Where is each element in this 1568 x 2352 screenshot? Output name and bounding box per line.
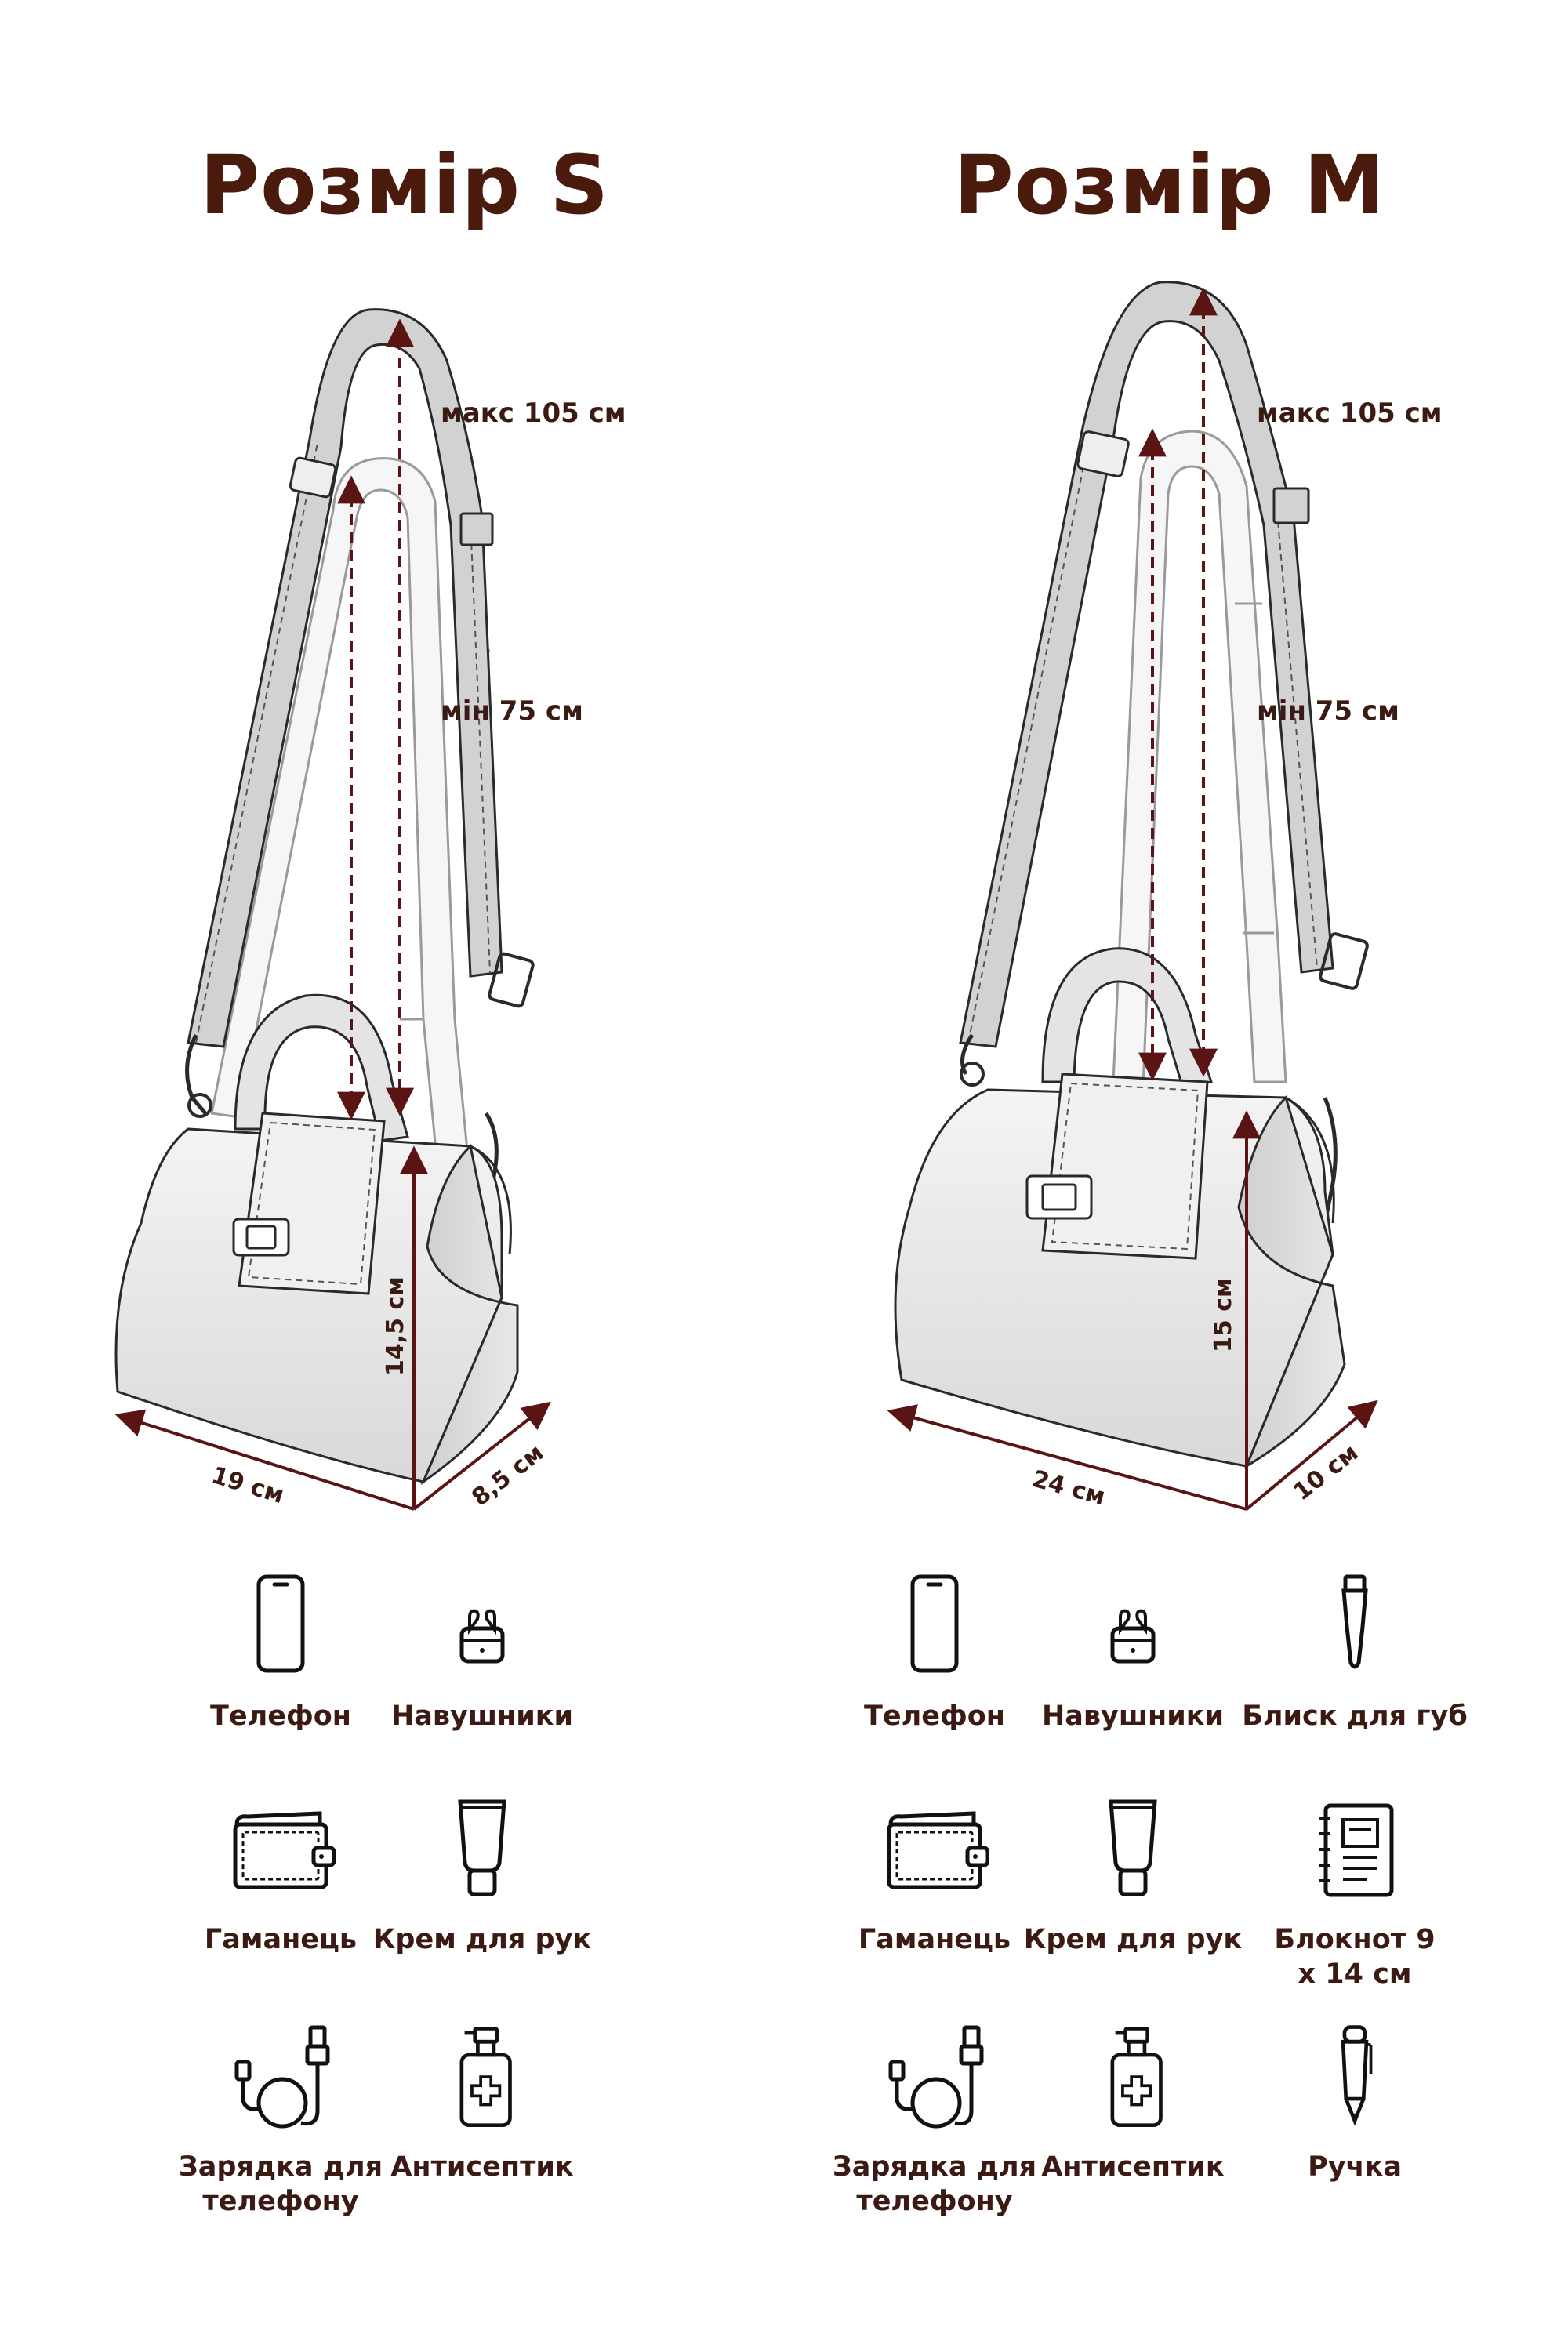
bag-m-depth-label: 10 см: [1288, 1439, 1363, 1507]
size-m-title: Розмір М: [953, 137, 1386, 233]
wallet-icon: [226, 1795, 336, 1905]
item-s-antiseptic: Антисептик: [365, 2023, 600, 2184]
item-s-charger: Зарядка для телефону: [163, 2023, 398, 2219]
lip-gloss-icon: [1316, 1572, 1394, 1682]
item-m-wallet-label: Гаманець: [858, 1924, 1011, 1955]
item-s-earbuds: Навушники: [365, 1588, 600, 1733]
item-s-charger-label: Зарядка для телефону: [178, 2151, 383, 2217]
item-m-pen-label: Ручка: [1308, 2151, 1402, 2183]
bag-m-strap-max-label: макс 105 см: [1257, 397, 1443, 429]
bag-s-depth-label: 8,5 см: [466, 1439, 549, 1512]
item-m-earbuds-label: Навушники: [1041, 1700, 1225, 1732]
charger-cable-icon: [226, 2023, 336, 2132]
item-m-cream-label: Крем для рук: [1023, 1924, 1243, 1955]
bag-m-flap: [1041, 1073, 1209, 1260]
pen-icon: [1316, 2023, 1394, 2132]
antiseptic-icon: [1094, 2023, 1172, 2132]
earbuds-icon: [443, 1588, 521, 1682]
item-s-earbuds-label: Навушники: [390, 1700, 574, 1732]
item-s-antiseptic-label: Антисептик: [390, 2151, 574, 2183]
item-m-cream: Крем для рук: [1015, 1795, 1250, 1957]
bag-m-height-label: 15 см: [1210, 1279, 1237, 1353]
bag-s-strap-min-label: мін 75 см: [441, 695, 583, 727]
item-m-earbuds: Навушники: [1015, 1588, 1250, 1733]
item-m-notebook: Блокнот 9 х 14 см: [1237, 1795, 1472, 1991]
item-m-antiseptic-label: Антисептик: [1041, 2151, 1225, 2183]
item-s-phone-label: Телефон: [210, 1700, 351, 1732]
bag-s-drawing: [114, 308, 551, 1511]
cream-tube-icon: [443, 1795, 521, 1905]
item-s-wallet: Гаманець: [163, 1795, 398, 1957]
wallet-icon: [880, 1795, 989, 1905]
bag-m-width-label: 24 см: [1029, 1465, 1108, 1511]
item-s-phone: Телефон: [163, 1572, 398, 1733]
item-m-notebook-label: Блокнот 9 х 14 см: [1274, 1924, 1436, 1990]
item-m-wallet: Гаманець: [817, 1795, 1052, 1957]
item-m-lip-gloss-label: Блиск для губ: [1242, 1700, 1468, 1732]
phone-icon: [895, 1572, 974, 1682]
item-m-charger: Зарядка для телефону: [817, 2023, 1052, 2219]
bag-m-body: [894, 1088, 1334, 1468]
bag-m-strap-min-label: мін 75 см: [1257, 695, 1399, 727]
bag-s-height-label: 14,5 см: [382, 1276, 409, 1376]
bag-s-width-label: 19 см: [209, 1461, 288, 1509]
item-s-wallet-label: Гаманець: [204, 1924, 358, 1955]
item-m-charger-label: Зарядка для телефону: [832, 2151, 1037, 2217]
item-m-antiseptic: Антисептик: [1015, 2023, 1250, 2184]
item-m-phone: Телефон: [817, 1572, 1052, 1733]
cream-tube-icon: [1094, 1795, 1172, 1905]
antiseptic-icon: [443, 2023, 521, 2132]
bag-s-strap-max-label: макс 105 см: [441, 397, 626, 429]
phone-icon: [241, 1572, 320, 1682]
size-s-title: Розмір S: [199, 137, 610, 233]
item-s-cream: Крем для рук: [365, 1795, 600, 1957]
charger-cable-icon: [880, 2023, 989, 2132]
notebook-icon: [1312, 1795, 1398, 1905]
earbuds-icon: [1094, 1588, 1172, 1682]
bag-m-drawing: [887, 281, 1378, 1511]
bag-s-body: [114, 1127, 503, 1483]
item-m-phone-label: Телефон: [864, 1700, 1005, 1732]
item-m-pen: Ручка: [1237, 2023, 1472, 2184]
item-m-lip-gloss: Блиск для губ: [1237, 1572, 1472, 1733]
item-s-cream-label: Крем для рук: [372, 1924, 592, 1955]
